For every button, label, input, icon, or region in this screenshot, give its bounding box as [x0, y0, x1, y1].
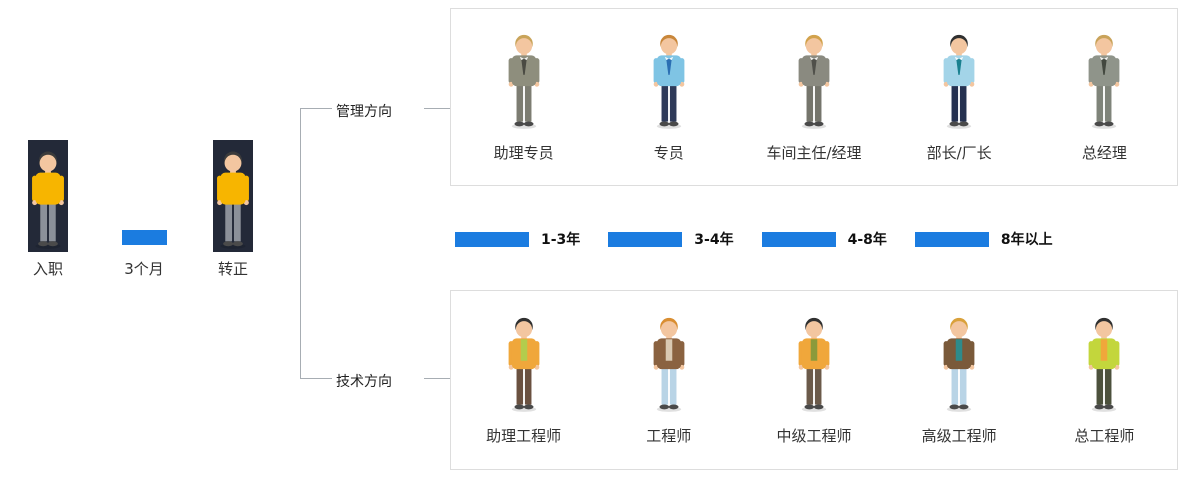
entry-person-2-thumb	[213, 140, 253, 252]
branch-top-right-line	[424, 108, 452, 109]
management-figure-2	[641, 32, 697, 130]
timeline-label-3: 4-8年	[847, 232, 887, 248]
management-figure-4	[931, 32, 987, 130]
technical-branch-label: 技术方向	[336, 374, 392, 390]
technical-people-row: 助理工程师 工程师	[451, 315, 1177, 446]
technical-person-slot: 总工程师	[1049, 315, 1159, 446]
entry-person-2-label: 转正	[217, 260, 248, 278]
timeline-bar-1	[455, 231, 529, 247]
branch-vertical-line	[300, 108, 301, 379]
technical-figure-1	[496, 315, 552, 413]
management-label-2: 专员	[653, 143, 684, 162]
management-person-slot: 专员	[614, 32, 724, 163]
technical-label-4: 高级工程师	[921, 426, 997, 445]
branch-bottom-right-line	[424, 378, 452, 379]
management-person-slot: 助理专员	[469, 32, 579, 163]
management-figure-5	[1076, 32, 1132, 130]
branch-top-left-line	[300, 108, 332, 109]
entry-person-1-thumb	[28, 140, 68, 252]
timeline-label-2: 3-4年	[694, 232, 734, 248]
timeline-label-4: 8年以上	[1000, 232, 1053, 248]
entry-person-1-label: 入职	[32, 260, 63, 278]
timeline-bar-4	[914, 231, 989, 247]
management-person-slot: 部长/厂长	[904, 32, 1014, 163]
technical-figure-2	[641, 315, 697, 413]
timeline-bar-3	[761, 231, 836, 247]
technical-figure-5	[1076, 315, 1132, 413]
management-person-slot: 总经理	[1049, 32, 1159, 163]
management-people-row: 助理专员 专员	[451, 32, 1177, 163]
entry-person-2-figure	[213, 149, 253, 250]
technical-track-box: 助理工程师 工程师	[450, 290, 1178, 470]
technical-label-5: 总工程师	[1074, 426, 1135, 445]
management-person-slot: 车间主任/经理	[759, 32, 869, 163]
technical-person-slot: 工程师	[614, 315, 724, 446]
management-label-3: 车间主任/经理	[766, 143, 862, 162]
management-label-4: 部长/厂长	[926, 143, 992, 162]
technical-person-slot: 助理工程师	[469, 315, 579, 446]
management-branch-label: 管理方向	[336, 104, 392, 120]
experience-timeline: 1-3年 3-4年 4-8年 8年以上	[455, 229, 1081, 249]
technical-figure-4	[931, 315, 987, 413]
management-label-1: 助理专员	[493, 143, 554, 162]
timeline-label-1: 1-3年	[541, 232, 581, 248]
management-figure-1	[496, 32, 552, 130]
timeline-bar-2	[608, 231, 683, 247]
management-label-5: 总经理	[1081, 143, 1127, 162]
technical-figure-3	[786, 315, 842, 413]
technical-label-1: 助理工程师	[486, 426, 562, 445]
technical-label-2: 工程师	[646, 426, 692, 445]
probation-period-label: 3个月	[124, 260, 164, 278]
technical-person-slot: 中级工程师	[759, 315, 869, 446]
probation-period-bar	[122, 230, 167, 245]
technical-person-slot: 高级工程师	[904, 315, 1014, 446]
technical-label-3: 中级工程师	[776, 426, 852, 445]
entry-person-1-figure	[28, 149, 68, 250]
branch-bottom-left-line	[300, 378, 332, 379]
management-figure-3	[786, 32, 842, 130]
management-track-box: 助理专员 专员	[450, 8, 1178, 186]
